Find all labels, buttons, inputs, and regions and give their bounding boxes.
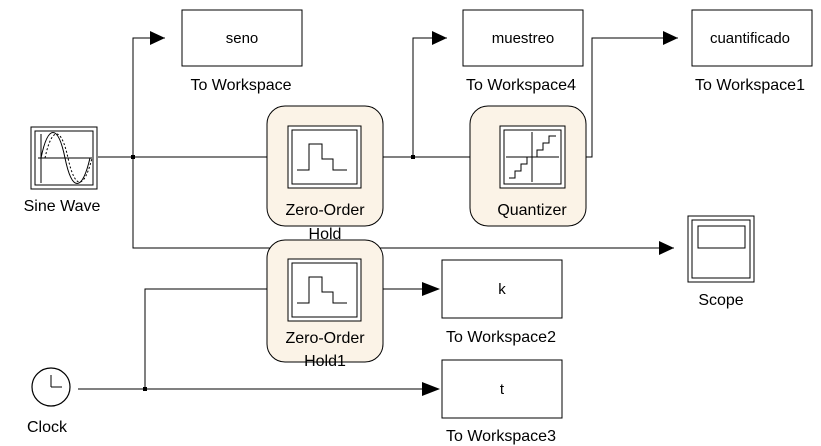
wire-quantizer-to-cuantificado[interactable]	[580, 37, 678, 158]
arrowhead	[422, 282, 440, 296]
arrowhead	[422, 382, 440, 396]
zero-order-hold-block[interactable]: Zero-Order Hold	[266, 105, 384, 243]
arrowhead	[659, 241, 674, 255]
sine-wave-caption: Sine Wave	[24, 198, 101, 215]
to-workspace4-caption: To Workspace4	[466, 77, 576, 94]
to-workspace-caption: To Workspace	[190, 77, 291, 94]
clock-block[interactable]: Clock	[27, 367, 71, 436]
scope-icon	[697, 225, 746, 249]
scope-caption: Scope	[698, 292, 743, 309]
zero-order-hold-icon	[297, 276, 347, 304]
to-workspace2-caption: To Workspace2	[446, 329, 556, 346]
to-workspace2-block[interactable]: k To Workspace2	[441, 259, 563, 346]
zero-order-hold-icon	[297, 143, 347, 171]
zero-order-hold1-block[interactable]: Zero-Order Hold1	[266, 239, 384, 370]
junction-dot	[411, 155, 415, 159]
to-workspace-block[interactable]: seno To Workspace	[181, 9, 303, 94]
arrowhead	[150, 31, 165, 45]
variable-name: t	[500, 381, 505, 398]
wire-sine-to-seno[interactable]	[132, 37, 165, 157]
variable-name: seno	[226, 30, 259, 47]
zero-order-hold1-caption-line2: Hold1	[304, 353, 346, 370]
zero-order-hold-caption-line2: Hold	[309, 226, 342, 243]
quantizer-icon	[506, 132, 559, 182]
scope-block[interactable]: Scope	[687, 215, 755, 309]
zero-order-hold-caption-line1: Zero-Order	[285, 202, 365, 219]
sine-wave-block[interactable]: Sine Wave	[24, 126, 101, 215]
zero-order-hold1-caption-line1: Zero-Order	[285, 330, 365, 347]
variable-name: muestreo	[492, 30, 555, 47]
to-workspace1-block[interactable]: cuantificado To Workspace1	[691, 9, 813, 94]
arrowhead	[432, 31, 447, 45]
to-workspace3-block[interactable]: t To Workspace3	[441, 359, 563, 445]
arrowhead	[663, 31, 678, 45]
to-workspace4-block[interactable]: muestreo To Workspace4	[462, 9, 584, 94]
quantizer-caption: Quantizer	[497, 202, 567, 219]
wire-zoh-to-muestreo[interactable]	[412, 37, 447, 157]
junction-dot	[143, 387, 147, 391]
to-workspace1-caption: To Workspace1	[695, 77, 805, 94]
clock-caption: Clock	[27, 419, 68, 436]
variable-name: k	[498, 281, 506, 298]
wire-clock-to-zoh1[interactable]	[144, 288, 270, 389]
to-workspace3-caption: To Workspace3	[446, 428, 556, 445]
wire-sine-to-scope[interactable]	[132, 157, 674, 249]
sine-wave-icon	[38, 132, 93, 184]
variable-name: cuantificado	[710, 30, 790, 47]
quantizer-block[interactable]: Quantizer	[469, 105, 587, 227]
junction-dot	[131, 155, 135, 159]
clock-icon	[31, 367, 71, 407]
